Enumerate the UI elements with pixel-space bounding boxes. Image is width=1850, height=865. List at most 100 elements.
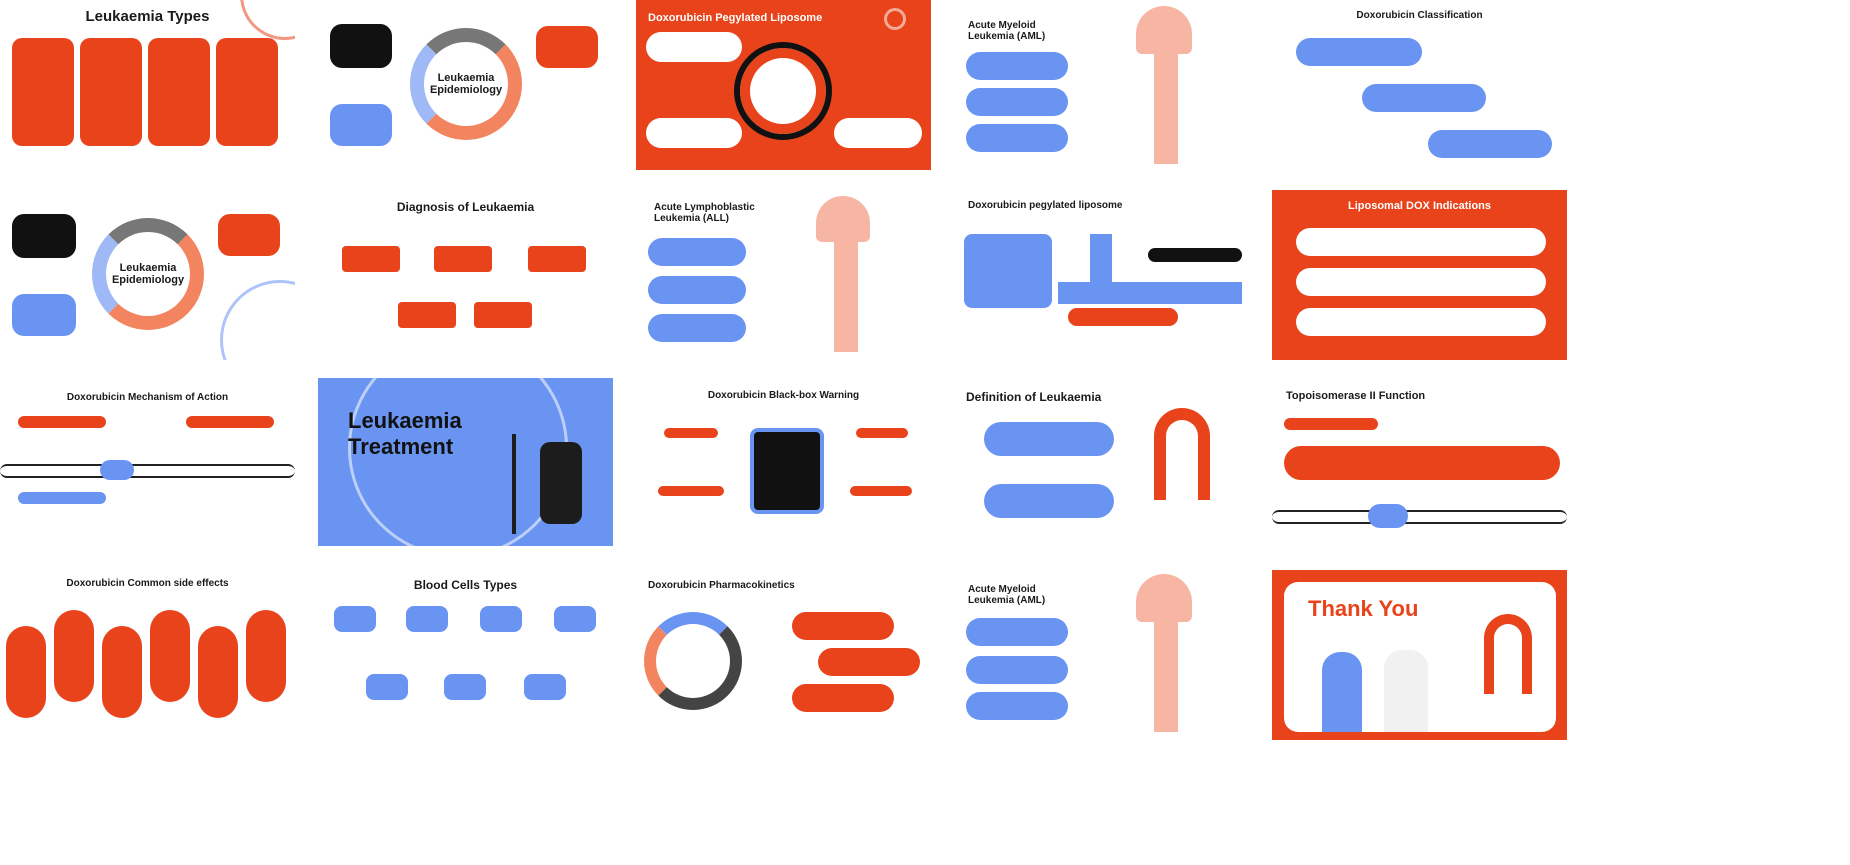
slide-epidemiology-a[interactable]: Leukaemia Epidemiology — [318, 0, 613, 170]
step-card — [398, 302, 456, 328]
subtype-pill — [966, 124, 1068, 152]
slide-title: Leukaemia Epidemiology — [111, 262, 185, 286]
slide-epidemiology-b[interactable]: Leukaemia Epidemiology — [0, 190, 295, 360]
step-card — [474, 302, 532, 328]
slide-title: Leukaemia Epidemiology — [429, 72, 503, 96]
slide-title: Doxorubicin Pegylated Liposome — [648, 12, 823, 24]
slide-leukaemia-types[interactable]: Leukaemia Types — [0, 0, 295, 170]
effect-column — [246, 610, 286, 702]
slide-title: Doxorubicin Pharmacokinetics — [648, 580, 795, 591]
awareness-ribbon-icon — [1154, 408, 1210, 500]
subtype-pill — [966, 618, 1068, 646]
slide-title: Blood Cells Types — [413, 578, 518, 592]
label-pill — [646, 118, 742, 148]
info-box — [330, 104, 392, 146]
donut-ring — [644, 612, 742, 710]
type-card — [148, 38, 210, 146]
liposome-icon — [734, 42, 832, 140]
decor-circle — [240, 0, 295, 40]
slide-title: Leukaemia Treatment — [348, 408, 462, 459]
warning-box-icon — [750, 428, 824, 514]
subtype-pill — [966, 656, 1068, 684]
route-pill — [792, 612, 894, 640]
effect-column — [54, 610, 94, 702]
slide-title: Acute Lymphoblastic Leukemia (ALL) — [654, 202, 755, 224]
bone-marrow-icon — [1136, 574, 1192, 622]
slide-blood-cells[interactable]: Blood Cells Types — [318, 570, 613, 740]
slide-diagnosis[interactable]: Diagnosis of Leukaemia — [318, 190, 613, 360]
slide-thank-you[interactable]: Thank You — [1272, 570, 1567, 740]
slide-liposomal-dox-indications[interactable]: Liposomal DOX Indications — [1272, 190, 1567, 360]
drug-marker — [100, 460, 134, 480]
slide-pegylated-liposome-b[interactable]: Doxorubicin pegylated liposome — [954, 190, 1249, 360]
subtype-pill — [966, 692, 1068, 720]
class-pill — [1296, 38, 1422, 66]
iv-drip-icon — [512, 434, 516, 534]
liposome-panel — [964, 234, 1052, 308]
indication-pill — [1296, 228, 1546, 256]
decor-circle — [884, 8, 906, 30]
slide-title: Doxorubicin pegylated liposome — [968, 200, 1123, 211]
slide-dox-classification[interactable]: Doxorubicin Classification — [1272, 0, 1567, 170]
slide-title: Leukaemia Types — [85, 8, 210, 25]
slide-definition[interactable]: Definition of Leukaemia — [954, 380, 1249, 550]
bone-marrow-icon — [1136, 6, 1192, 54]
warning-pill — [850, 486, 912, 496]
mechanism-pill — [18, 492, 106, 504]
slide-title: Topoisomerase II Function — [1286, 390, 1426, 402]
dna-helix-icon — [1272, 510, 1567, 524]
slide-title: Doxorubicin Common side effects — [66, 578, 229, 589]
slide-pharmacokinetics[interactable]: Doxorubicin Pharmacokinetics — [636, 570, 931, 740]
effect-column — [6, 626, 46, 718]
slide-mechanism-of-action[interactable]: Doxorubicin Mechanism of Action — [0, 380, 295, 550]
effect-column — [198, 626, 238, 718]
label-pill — [1148, 248, 1242, 262]
info-box — [12, 214, 76, 258]
label-pill — [834, 118, 922, 148]
cell-icon — [406, 606, 448, 632]
subtype-pill — [648, 276, 746, 304]
slide-all[interactable]: Acute Lymphoblastic Leukemia (ALL) — [636, 190, 931, 360]
cell-icon — [554, 606, 596, 632]
doctor-figure-icon — [1384, 650, 1428, 732]
label-pill — [1068, 308, 1178, 326]
slide-aml-a[interactable]: Acute Myeloid Leukemia (AML) — [954, 0, 1249, 170]
mechanism-pill — [18, 416, 106, 428]
slide-title: Doxorubicin Black-box Warning — [707, 390, 860, 401]
cell-icon — [366, 674, 408, 700]
vessel-icon — [1090, 234, 1112, 284]
mechanism-pill — [186, 416, 274, 428]
route-pill — [818, 648, 920, 676]
info-box — [330, 24, 392, 68]
bone-shaft-icon — [834, 240, 858, 352]
slide-title: Doxorubicin Mechanism of Action — [66, 392, 229, 403]
slide-black-box-warning[interactable]: Doxorubicin Black-box Warning — [636, 380, 931, 550]
info-box — [12, 294, 76, 336]
slide-leukaemia-treatment[interactable]: Leukaemia Treatment — [318, 378, 613, 546]
dna-helix-icon — [0, 464, 295, 478]
bone-shaft-icon — [1154, 620, 1178, 732]
label-pill — [646, 32, 742, 62]
type-card — [80, 38, 142, 146]
effect-column — [150, 610, 190, 702]
cell-icon — [524, 674, 566, 700]
type-card — [216, 38, 278, 146]
nurse-figure-icon — [1322, 652, 1362, 732]
definition-pill — [984, 422, 1114, 456]
type-card — [12, 38, 74, 146]
slide-aml-b[interactable]: Acute Myeloid Leukemia (AML) — [954, 570, 1249, 740]
slide-title: Liposomal DOX Indications — [1347, 200, 1492, 212]
info-box — [218, 214, 280, 256]
cell-icon — [480, 606, 522, 632]
subtype-pill — [966, 88, 1068, 116]
route-pill — [792, 684, 894, 712]
bone-marrow-icon — [816, 196, 870, 242]
slide-topoisomerase[interactable]: Topoisomerase II Function — [1272, 380, 1567, 550]
slide-side-effects[interactable]: Doxorubicin Common side effects — [0, 570, 295, 740]
info-box — [536, 26, 598, 68]
function-panel — [1284, 446, 1560, 480]
decor-circle — [220, 280, 295, 360]
slide-pegylated-liposome[interactable]: Doxorubicin Pegylated Liposome — [636, 0, 931, 170]
effect-column — [102, 626, 142, 718]
